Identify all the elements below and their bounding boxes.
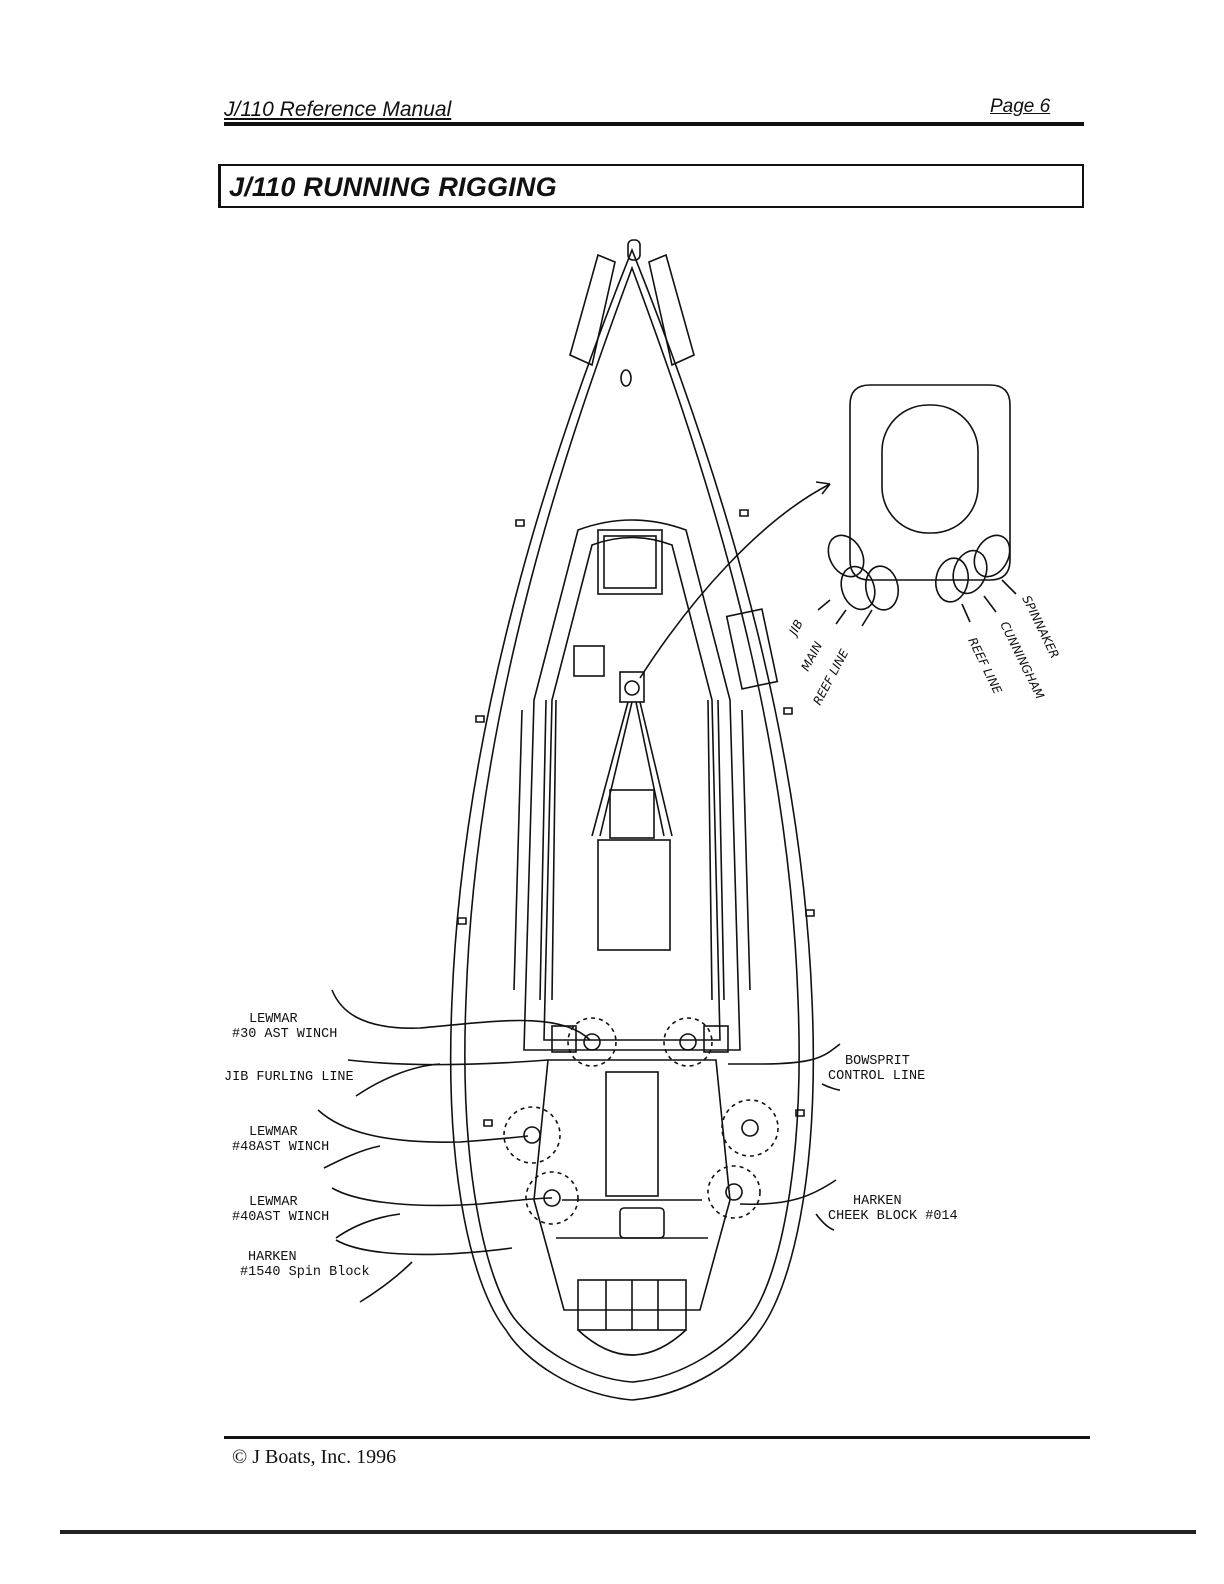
clutch-label-main: MAIN: [798, 639, 825, 673]
hull-outline: [451, 250, 814, 1400]
copyright: © J Boats, Inc. 1996: [232, 1446, 396, 1469]
clutch-reef-left: [862, 564, 901, 613]
deck-edge: [465, 268, 799, 1382]
clutch-detail-outline: [850, 385, 1010, 580]
page-bottom-rule: [60, 1530, 1196, 1534]
clutch-cunningham: [947, 546, 992, 598]
footer-rule: [224, 1436, 1090, 1439]
callout-harken-cheek-l2: CHEEK BLOCK #014: [828, 1209, 958, 1224]
callout-harken-cheek-l1: HARKEN: [853, 1194, 902, 1209]
winch-30-stbd: [680, 1034, 696, 1050]
callout-lewmar-30-l2: #30 AST WINCH: [232, 1027, 337, 1042]
callout-jib-furling-line: JIB FURLING LINE: [224, 1070, 354, 1085]
callout-lewmar-40-l1: LEWMAR: [249, 1195, 298, 1210]
callout-bowsprit-l1: BOWSPRIT: [845, 1054, 910, 1069]
winch-48-port: [524, 1127, 540, 1143]
detail-arrow: [640, 484, 830, 678]
bow-pulpit: [570, 255, 694, 365]
companionway-hatch: [610, 790, 654, 838]
cockpit: [534, 1060, 730, 1310]
callout-bowsprit-l2: CONTROL LINE: [828, 1069, 925, 1084]
callout-lewmar-30-l1: LEWMAR: [249, 1012, 298, 1027]
callout-harken-1540-l2: #1540 Spin Block: [240, 1265, 370, 1280]
callout-harken-1540-l1: HARKEN: [248, 1250, 297, 1265]
clutch-label-jib: JIB: [785, 617, 805, 639]
callout-lewmar-40-l2: #40AST WINCH: [232, 1210, 329, 1225]
cabin-top: [524, 520, 740, 1050]
clutch-jib: [821, 529, 871, 583]
callout-lewmar-48-l1: LEWMAR: [249, 1125, 298, 1140]
clutch-label-reef-right: REEF LINE: [965, 635, 1005, 696]
winch-48-stbd: [742, 1120, 758, 1136]
callout-lewmar-48-l2: #48AST WINCH: [232, 1140, 329, 1155]
